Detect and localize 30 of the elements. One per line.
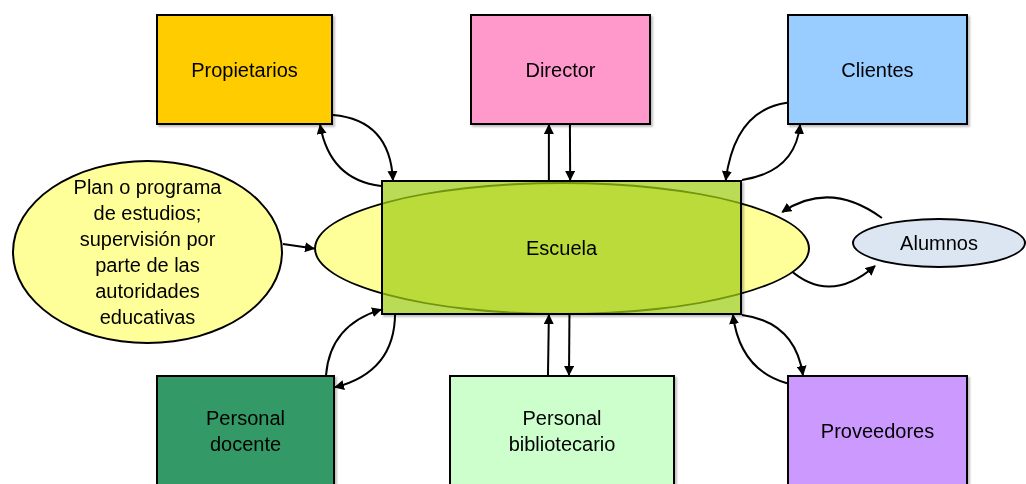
process-box [156, 14, 333, 125]
arrow [741, 124, 804, 181]
node-label: Alumnos [900, 231, 978, 256]
arrow [334, 312, 397, 390]
process-box [156, 375, 335, 484]
arrow [543, 124, 554, 181]
arrow [282, 242, 315, 253]
arrow [332, 114, 398, 181]
node-label: Escuela [525, 235, 598, 261]
process-box [449, 375, 675, 484]
node-label: Personal docente [205, 406, 286, 457]
node-label: Proveedores [820, 419, 935, 444]
node-label: Director [525, 57, 596, 83]
node-label: Personal bibliotecario [507, 406, 617, 457]
arrow [781, 196, 883, 219]
node-label: Propietarios [191, 57, 298, 83]
arrow [565, 124, 576, 181]
arrow [543, 314, 554, 376]
arrow [741, 314, 807, 376]
arrow [722, 101, 788, 181]
node-label: Clientes [841, 57, 914, 83]
process-box [470, 14, 651, 125]
arrow [317, 124, 382, 187]
process-box [787, 375, 968, 484]
arrow [325, 307, 382, 376]
node-label: Plan o programa de estudios; supervisión por parte de las autoridades educativas [72, 175, 223, 330]
arrow [729, 314, 788, 385]
process-box [787, 14, 968, 125]
ellipse-node [852, 218, 1026, 268]
arrow [564, 314, 575, 376]
